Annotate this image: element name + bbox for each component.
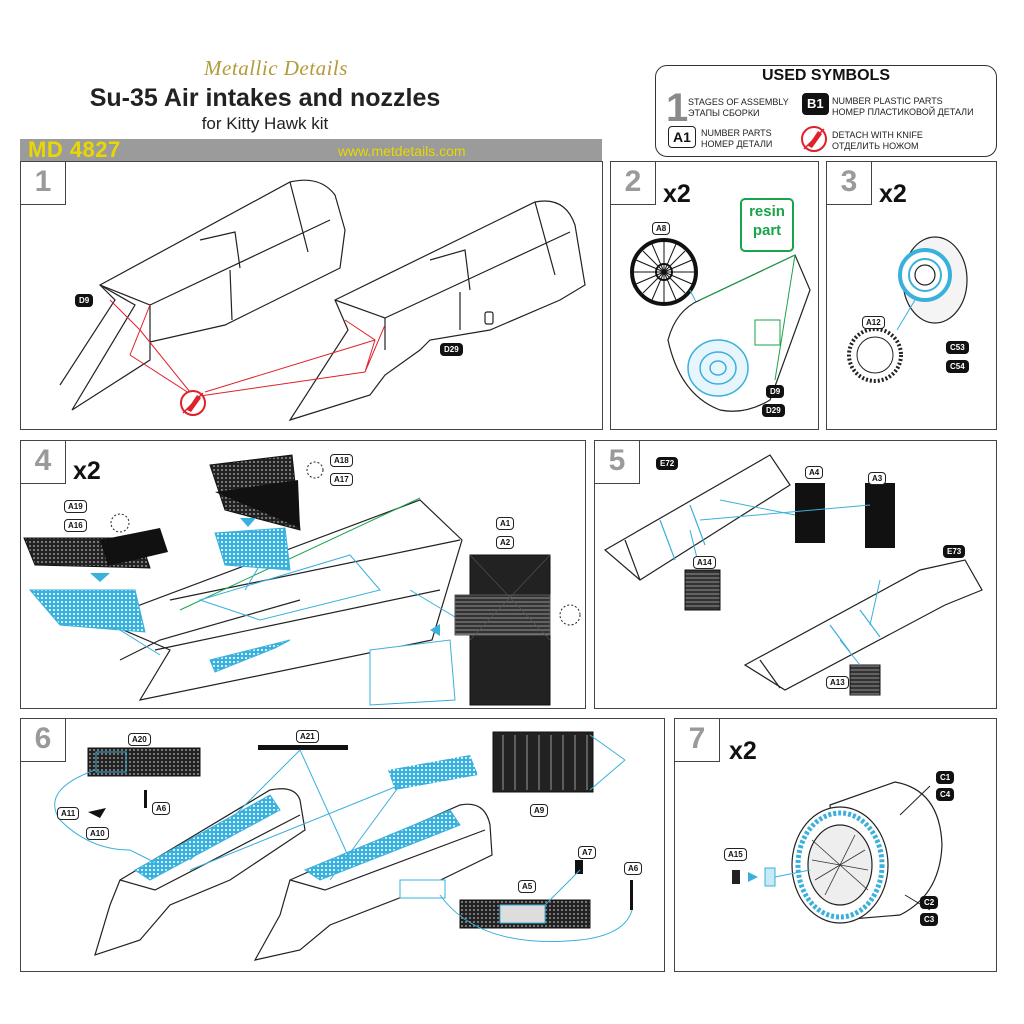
step-7-box: 7 [675,719,720,762]
step-4-label-a17: A17 [330,473,353,486]
step-3-number: 3 [840,165,858,198]
step-1-box: 1 [21,162,66,205]
step-4-label-a2: A2 [496,536,515,549]
step-2-box: 2 [611,162,656,205]
product-code: MD 4827 [28,137,121,162]
step-6-label-a11: A11 [57,807,80,820]
step-3-panel: 3 x2 [826,161,997,430]
step-1-label-d9: D9 [75,294,94,307]
legend-part-text: NUMBER PARTS НОМЕР ДЕТАЛИ [701,128,772,150]
step-4-quantity: x2 [73,457,101,485]
step-3-box: 3 [827,162,872,205]
step-3-quantity: x2 [879,180,907,208]
step-7-label-a15: A15 [724,848,747,861]
step-4-number: 4 [34,444,52,477]
step-6-label-a10: A10 [86,827,109,840]
page-subtitle: for Kitty Hawk kit [201,114,329,133]
step-2-resin-line2: part [752,222,782,239]
legend-part-ru: НОМЕР ДЕТАЛИ [701,139,773,149]
step-6-label-a21: A21 [296,730,319,743]
step-5-box: 5 [595,441,640,484]
legend-plastic-sample: B1 [802,93,829,115]
legend-part-en: NUMBER PARTS [701,128,772,138]
legend-plastic-en: NUMBER PLASTIC PARTS [832,96,943,106]
step-2-quantity: x2 [663,180,691,208]
step-5-label-a14: A14 [693,556,716,569]
step-7-panel: 7 x2 [674,718,997,972]
step-7-label-c1: C1 [936,771,955,784]
legend-stage-text: STAGES OF ASSEMBLY ЭТАПЫ СБОРКИ [688,97,789,119]
legend-part-sample: A1 [668,126,696,148]
step-5-label-a3: A3 [868,472,887,485]
legend-stage-en: STAGES OF ASSEMBLY [688,97,789,107]
brand-logo: Metallic Details [204,56,348,80]
step-2-resin-note: resin part [740,198,794,252]
legend-knife-en: DETACH WITH KNIFE [832,130,923,140]
step-4-label-a16: A16 [64,519,87,532]
legend-plastic-ru: НОМЕР ПЛАСТИКОВОЙ ДЕТАЛИ [832,107,974,117]
step-5-label-a13: A13 [826,676,849,689]
step-6-label-a6-left: A6 [152,802,171,815]
used-symbols-legend [655,65,997,157]
website-link[interactable]: www.metdetails.com [338,143,466,159]
step-5-number: 5 [608,444,626,477]
step-3-label-c53: C53 [946,341,969,354]
step-5-label-e72: E72 [656,457,679,470]
step-6-label-a6-right: A6 [624,862,643,875]
step-5-label-e73: E73 [943,545,966,558]
legend-stage-sample: 1 [666,86,689,130]
step-3-label-a12: A12 [862,316,885,329]
step-4-panel: 4 x2 [20,440,586,709]
step-2-resin-line1: resin [749,203,785,220]
step-1-label-d29: D29 [440,343,463,356]
legend-title: USED SYMBOLS [761,67,890,84]
step-6-label-a9: A9 [530,804,549,817]
step-2-label-d9: D9 [766,385,785,398]
step-4-label-a19: A19 [64,500,87,513]
step-4-label-a1: A1 [496,517,515,530]
step-1-panel: 1 [20,161,603,430]
step-2-number: 2 [624,165,642,198]
page-title: Su-35 Air intakes and nozzles [89,84,441,112]
step-6-label-a20: A20 [128,733,151,746]
step-3-label-c54: C54 [946,360,969,373]
step-5-label-a4: A4 [805,466,824,479]
step-1-number: 1 [34,165,52,198]
legend-knife-text: DETACH WITH KNIFE ОТДЕЛИТЬ НОЖОМ [832,130,923,152]
step-7-label-c3: C3 [920,913,939,926]
header-bar [20,139,602,161]
step-6-label-a5: A5 [518,880,537,893]
legend-stage-ru: ЭТАПЫ СБОРКИ [688,108,760,118]
step-6-panel: 6 [20,718,665,972]
legend-plastic-text: NUMBER PLASTIC PARTS НОМЕР ПЛАСТИКОВОЙ Д… [832,96,974,118]
step-4-label-a18: A18 [330,454,353,467]
step-4-box: 4 [21,441,66,484]
step-6-label-a7: A7 [578,846,597,859]
step-6-box: 6 [21,719,66,762]
step-6-number: 6 [34,722,52,755]
step-2-label-a8: A8 [652,222,671,235]
step-7-quantity: x2 [729,737,757,765]
step-7-label-c2: C2 [920,896,939,909]
step-5-panel: 5 [594,440,997,709]
step-7-label-c4: C4 [936,788,955,801]
legend-knife-ru: ОТДЕЛИТЬ НОЖОМ [832,141,919,151]
step-7-number: 7 [688,722,706,755]
step-2-label-d29: D29 [762,404,785,417]
